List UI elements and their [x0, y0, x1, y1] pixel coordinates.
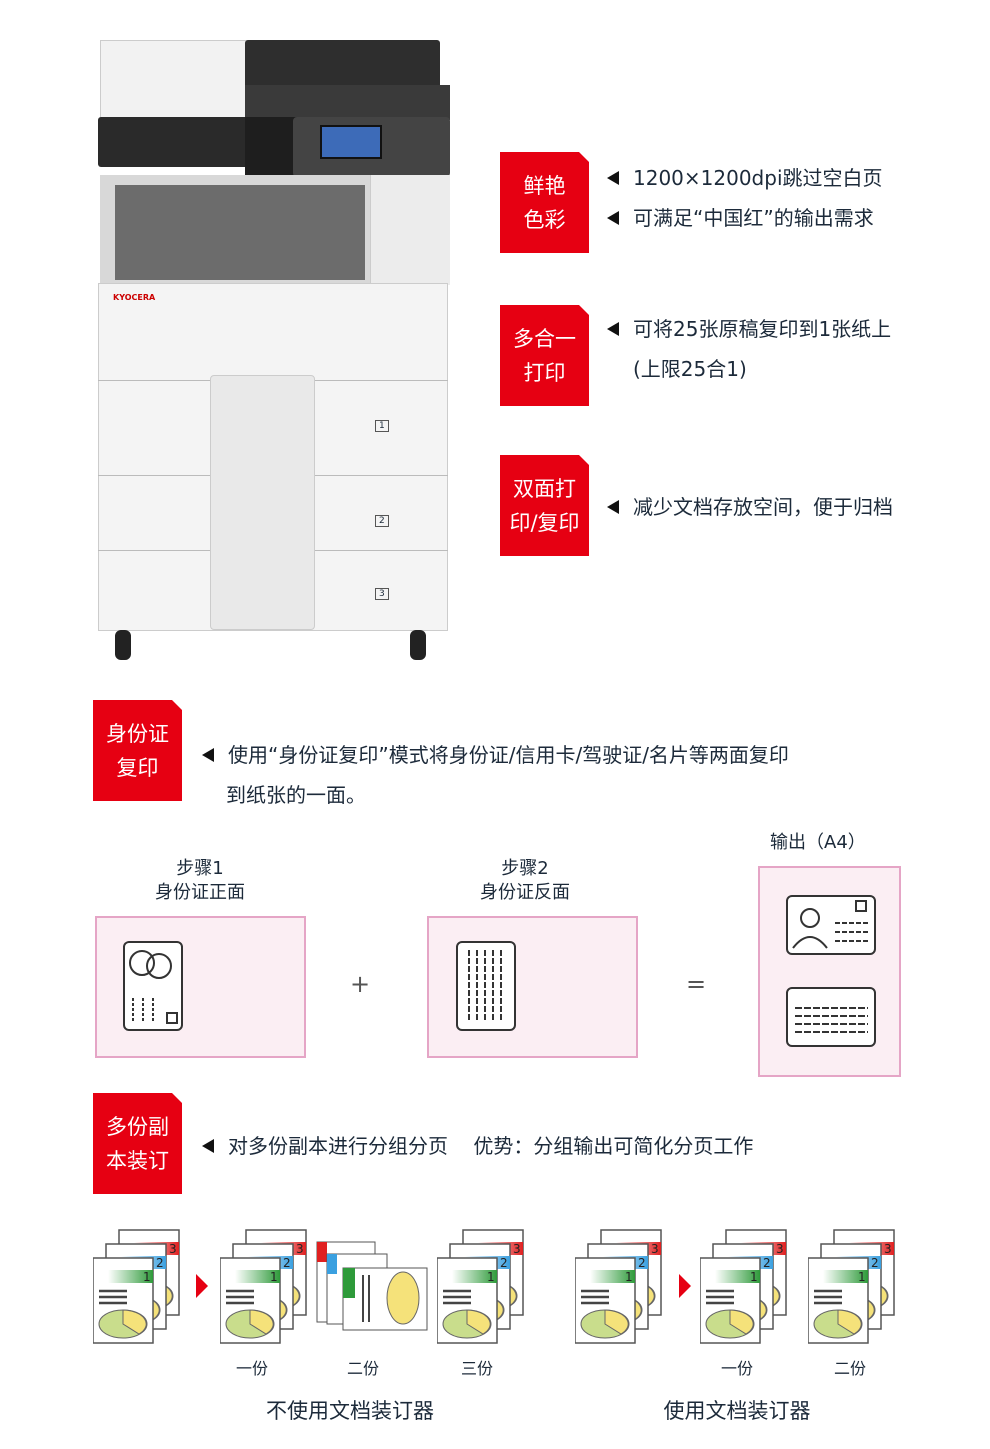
- badge-line: 鲜艳: [523, 173, 566, 198]
- copy-label: 二份: [347, 1359, 380, 1378]
- svg-text:1: 1: [270, 1270, 278, 1284]
- output-page-icon: [786, 895, 876, 1047]
- output-label: 输出（A4）: [770, 832, 866, 853]
- svg-text:3: 3: [884, 1242, 892, 1256]
- page-stack-scattered-icon: [316, 1241, 428, 1331]
- badge-id-copy: 身份证复印: [93, 700, 182, 801]
- svg-text:3: 3: [169, 1242, 177, 1256]
- badge-line: 打印: [523, 360, 566, 385]
- output-box: [758, 866, 901, 1077]
- triangle-left-icon: [202, 1138, 214, 1153]
- feature-duplex-text: 减少文档存放空间，便于归档: [607, 487, 893, 527]
- badge-line: 复印: [116, 755, 159, 780]
- page-stack-icon: 3 2 1: [220, 1229, 307, 1344]
- step2-box: [427, 916, 638, 1058]
- feature-line: 使用“身份证复印”模式将身份证/信用卡/驾驶证/名片等两面复印: [228, 743, 789, 767]
- feature-line: 到纸张的一面。: [226, 783, 366, 807]
- page-stack-icon: 3 2 1: [93, 1229, 180, 1344]
- svg-text:3: 3: [776, 1242, 784, 1256]
- svg-text:2: 2: [283, 1256, 291, 1270]
- badge-line: 双面打: [513, 476, 576, 501]
- svg-text:1: 1: [625, 1270, 633, 1284]
- badge-line: 色彩: [523, 207, 566, 232]
- triangle-left-icon: [607, 210, 619, 225]
- tray-2-label: 2: [375, 515, 389, 527]
- badge-line: 多合一: [513, 326, 576, 351]
- copy-label: 三份: [461, 1359, 494, 1378]
- badge-line: 多份副: [106, 1114, 169, 1139]
- tray-1-label: 1: [375, 420, 389, 432]
- page-stack-icon: 3 2 1: [700, 1229, 787, 1344]
- feature-line: 对多份副本进行分组分页 优势：分组输出可简化分页工作: [228, 1134, 754, 1158]
- copy-label: 一份: [721, 1359, 754, 1378]
- badge-multi-up: 多合一打印: [500, 305, 589, 406]
- svg-text:2: 2: [638, 1256, 646, 1270]
- red-arrow-icon: [679, 1274, 691, 1298]
- id-copy-text: 使用“身份证复印”模式将身份证/信用卡/驾驶证/名片等两面复印 到纸张的一面。: [202, 735, 789, 815]
- svg-text:2: 2: [763, 1256, 771, 1270]
- caption-without-finisher: 不使用文档装订器: [266, 1399, 434, 1423]
- collate-text: 对多份副本进行分组分页 优势：分组输出可简化分页工作: [202, 1126, 753, 1166]
- svg-text:1: 1: [143, 1270, 151, 1284]
- triangle-left-icon: [202, 747, 214, 762]
- svg-text:1: 1: [858, 1270, 866, 1284]
- brand-logo: KYOCERA: [113, 293, 156, 302]
- triangle-left-icon: [607, 321, 619, 336]
- id-card-front-icon: [123, 941, 183, 1031]
- tray-3-label: 3: [375, 588, 389, 600]
- copy-label: 二份: [834, 1359, 867, 1378]
- svg-text:3: 3: [513, 1242, 521, 1256]
- svg-text:2: 2: [500, 1256, 508, 1270]
- svg-text:1: 1: [487, 1270, 495, 1284]
- feature-multi-up-text: 可将25张原稿复印到1张纸上 (上限25合1): [607, 309, 891, 389]
- svg-text:1: 1: [750, 1270, 758, 1284]
- feature-line: 1200×1200dpi跳过空白页: [633, 166, 883, 190]
- printer-image: KYOCERA 1 2 3: [95, 35, 455, 665]
- svg-text:3: 3: [296, 1242, 304, 1256]
- svg-text:2: 2: [156, 1256, 164, 1270]
- plus-sign: +: [350, 970, 371, 998]
- badge-line: 本装订: [106, 1148, 169, 1173]
- feature-line: (上限25合1): [633, 357, 747, 381]
- badge-line: 印/复印: [509, 510, 580, 535]
- caption-with-finisher: 使用文档装订器: [663, 1399, 811, 1423]
- feature-line: 减少文档存放空间，便于归档: [633, 495, 893, 519]
- feature-line: 可满足“中国红”的输出需求: [633, 206, 874, 230]
- triangle-left-icon: [607, 170, 619, 185]
- id-card-back-icon: [456, 941, 516, 1031]
- page-stack-icon: 3 2 1: [808, 1229, 895, 1344]
- page-stack-icon: 3 2 1: [575, 1229, 662, 1344]
- svg-text:2: 2: [871, 1256, 879, 1270]
- equals-sign: =: [686, 970, 707, 998]
- red-arrow-icon: [196, 1274, 208, 1298]
- page-stack-icon: 3 2 1: [437, 1229, 524, 1344]
- badge-line: 身份证: [106, 721, 169, 746]
- copy-label: 一份: [236, 1359, 269, 1378]
- feature-line: 可将25张原稿复印到1张纸上: [633, 317, 892, 341]
- triangle-left-icon: [607, 499, 619, 514]
- svg-text:3: 3: [651, 1242, 659, 1256]
- feature-vivid-color-text: 1200×1200dpi跳过空白页 可满足“中国红”的输出需求: [607, 158, 883, 238]
- badge-collate: 多份副本装订: [93, 1093, 182, 1194]
- badge-vivid-color: 鲜艳色彩: [500, 152, 589, 253]
- badge-duplex: 双面打印/复印: [500, 455, 589, 556]
- step1-box: [95, 916, 306, 1058]
